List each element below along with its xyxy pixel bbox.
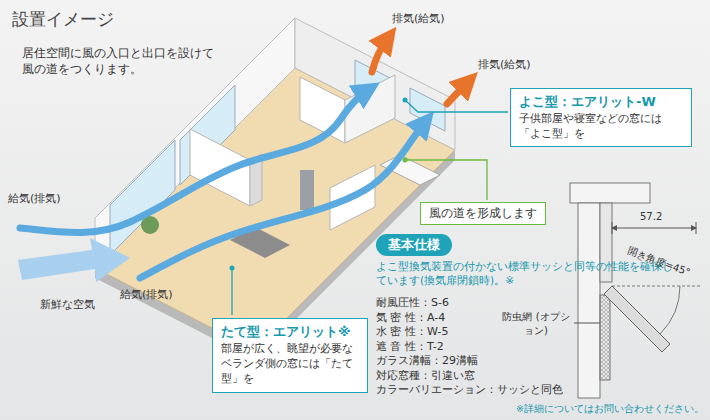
airflow-label: 排気(給気) bbox=[392, 12, 445, 27]
leader-dot bbox=[230, 266, 235, 271]
callout-box: よこ型：エアリット-W子供部屋や寝室などの窓には「よこ型」を bbox=[510, 88, 692, 147]
dimension-tick bbox=[612, 222, 613, 234]
leader-line bbox=[574, 323, 600, 324]
leader-line bbox=[231, 268, 232, 315]
node-heading: よこ型：エアリット-W bbox=[519, 93, 683, 111]
spec-row: ガラス溝幅：29溝幅 bbox=[376, 354, 478, 369]
description-text: 居住空間に風の入口と出口を設けて 風の道をつくります。 bbox=[22, 45, 226, 77]
dimension-tick bbox=[696, 222, 697, 234]
airflow-label: 排気(給気) bbox=[478, 58, 531, 73]
vent-flap bbox=[604, 286, 670, 352]
spec-row: 対応窓種：引違い窓 bbox=[376, 369, 475, 384]
spec-row: 水 密 性：W-5 bbox=[376, 325, 448, 340]
angle-line bbox=[612, 286, 700, 287]
leader-line bbox=[405, 100, 508, 112]
node-heading: たて型：エアリット※ bbox=[221, 323, 359, 341]
node-heading: 風の道を形成します bbox=[429, 205, 537, 222]
heading-band: 基本仕様 bbox=[376, 234, 452, 256]
node-heading: 基本仕様 bbox=[388, 236, 440, 254]
node-body: 部屋が広く、眺望が必要なベランダ側の窓には「たて型」を bbox=[221, 341, 359, 387]
sash-head bbox=[570, 183, 650, 203]
spec-row: カラーバリエーション：サッシと同色 bbox=[376, 383, 563, 398]
spec-row: 気 密 性：A-4 bbox=[376, 311, 445, 326]
angle-arc bbox=[660, 286, 680, 334]
fridge bbox=[300, 170, 314, 210]
fresh-air-arrow bbox=[18, 238, 130, 282]
footnote: ※詳細についてはお問い合わせください。 bbox=[516, 403, 704, 416]
leader-dot bbox=[403, 158, 408, 163]
partition-wall bbox=[345, 75, 395, 143]
fresh-air-label: 新鮮な空気 bbox=[40, 298, 95, 313]
dimension-line bbox=[612, 228, 696, 229]
back-right-wall bbox=[295, 18, 455, 150]
leader-line bbox=[405, 160, 487, 200]
glass-window bbox=[110, 140, 175, 255]
insect-screen bbox=[600, 295, 610, 380]
note-box: 風の道を形成します bbox=[420, 202, 546, 225]
airflow-label: 給気(排気) bbox=[120, 288, 173, 303]
node-body: 子供部屋や寝室などの窓には「よこ型」を bbox=[519, 111, 683, 142]
leader-dot bbox=[403, 98, 408, 103]
callout-box: たて型：エアリット※部屋が広く、眺望が必要なベランダ側の窓には「たて型」を bbox=[212, 318, 368, 393]
dimension-label: 57.2 bbox=[640, 210, 662, 224]
part-label: 防虫網 (オプション) bbox=[500, 310, 572, 337]
spec-row: 遮 音 性：T-2 bbox=[376, 340, 444, 355]
sash-frame bbox=[578, 203, 600, 398]
spec-note: よこ型換気装置の付かない標準サッシと同等の性能を確保しています(換気扉閉鎖時)。… bbox=[376, 259, 676, 287]
diagram-title: 設置イメージ bbox=[12, 8, 114, 31]
airflow-label: 給気(排気) bbox=[8, 192, 61, 207]
exhaust-arrow bbox=[372, 38, 388, 72]
spec-row: 耐風圧性：S-6 bbox=[376, 296, 449, 311]
exhaust-arrow bbox=[447, 82, 468, 104]
